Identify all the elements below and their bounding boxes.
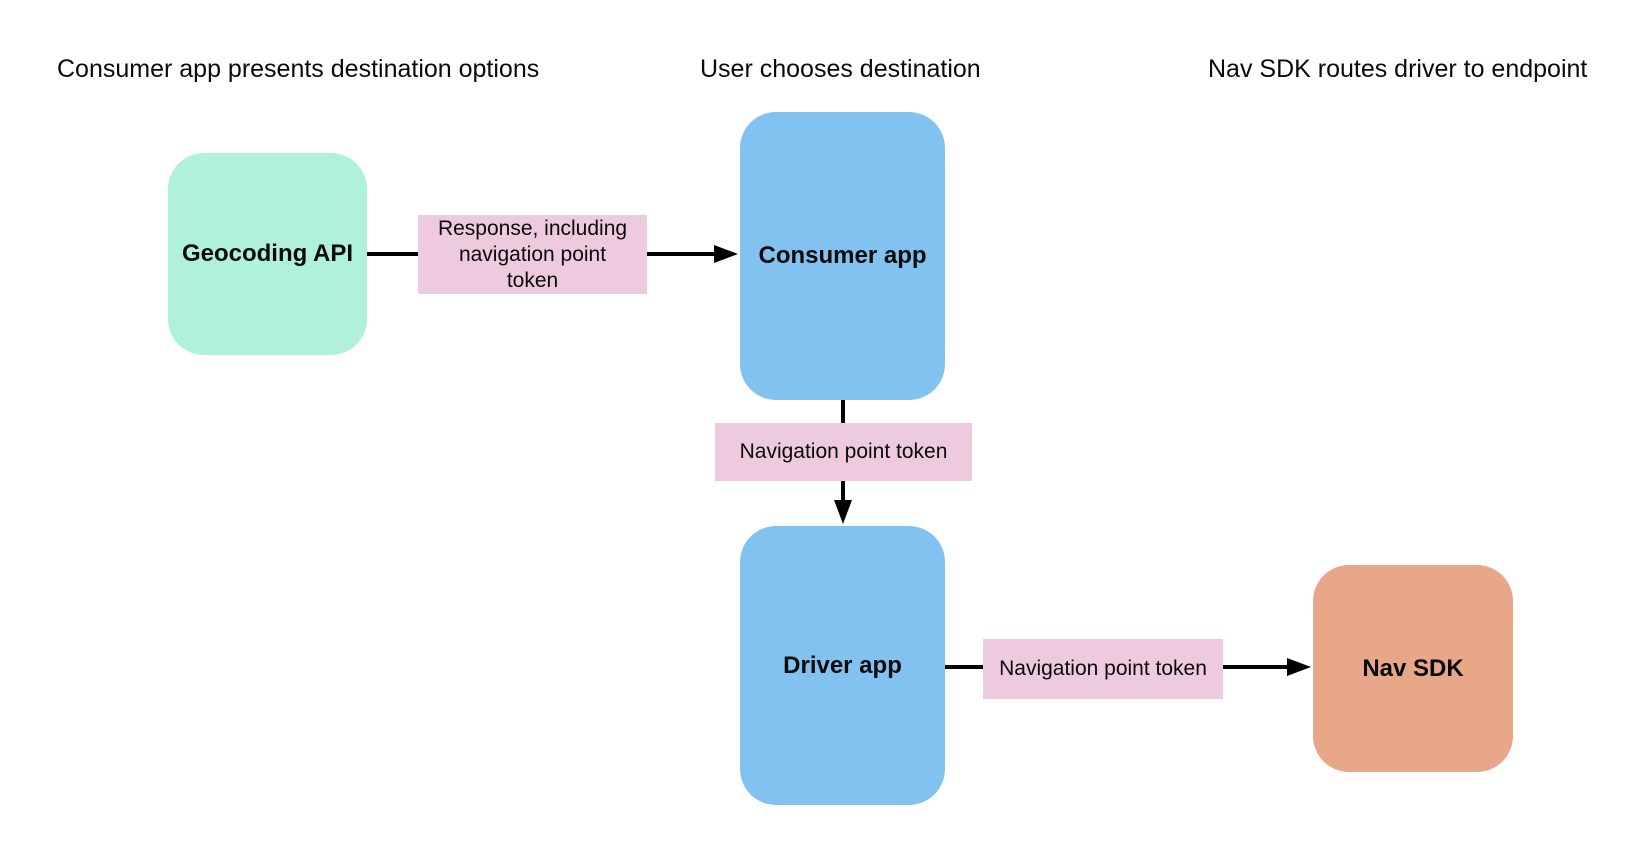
node-geocoding-api: Geocoding API [168, 153, 367, 355]
node-driver-app-label: Driver app [783, 651, 902, 679]
node-nav-sdk: Nav SDK [1313, 565, 1513, 772]
phase-header-navsdk-routes: Nav SDK routes driver to endpoint [1208, 55, 1588, 83]
edge-label-navigation-point-token-1: Navigation point token [715, 423, 972, 481]
phase-header-consumer-presents: Consumer app presents destination option… [57, 55, 540, 83]
phase-header-user-chooses: User chooses destination [700, 55, 981, 83]
node-driver-app: Driver app [740, 526, 945, 805]
edge-label-navigation-point-token-2: Navigation point token [983, 639, 1223, 699]
edge-label-response-including-token: Response, including navigation point tok… [418, 215, 647, 294]
node-geocoding-api-label: Geocoding API [181, 240, 354, 267]
node-consumer-app: Consumer app [740, 112, 945, 400]
node-nav-sdk-label: Nav SDK [1362, 654, 1464, 682]
node-consumer-app-label: Consumer app [758, 242, 927, 269]
